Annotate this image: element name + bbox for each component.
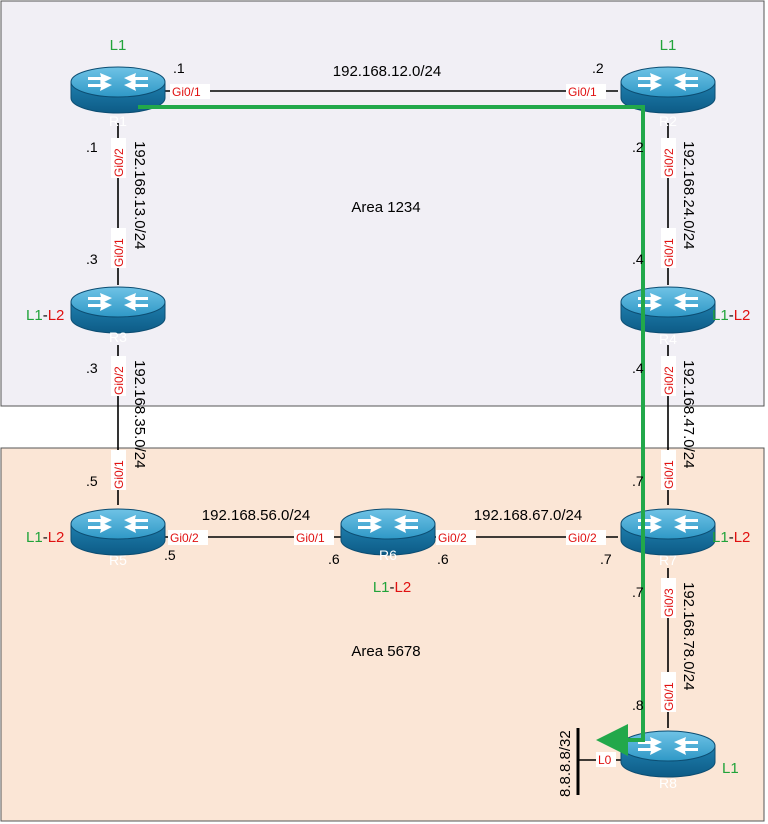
if-r5-r6-b: Gi0/1 [296,531,325,545]
if-r5-r6-a: Gi0/2 [170,531,199,545]
host-r5-r6-a: .5 [164,547,176,563]
r4-level-label: L1-L2 [712,307,750,324]
host-r6-r7-b: .7 [600,551,612,567]
host-r3-r5-a: .3 [86,360,98,376]
r5-level-label: L1-L2 [26,529,64,546]
if-r7-r8-a: Gi0/3 [662,588,676,617]
subnet-r3-r5: 192.168.35.0/24 [131,360,148,468]
r2-level-label: L1 [660,37,677,54]
router-r1-name: R1 [109,113,127,129]
subnet-r1-r2: 192.168.12.0/24 [333,63,441,80]
host-r2-r4-b: .4 [632,251,644,267]
router-r1[interactable]: R1 [70,66,166,129]
if-r7-r8-b: Gi0/1 [662,682,676,711]
if-r2-r4-a: Gi0/2 [662,148,676,177]
router-r5-name: R5 [109,552,127,568]
subnet-r1-r3: 192.168.13.0/24 [131,141,148,249]
if-r1-r2-a: Gi0/1 [172,85,201,99]
subnet-r5-r6: 192.168.56.0/24 [202,507,310,524]
host-r3-r5-b: .5 [86,473,98,489]
router-r4-name: R4 [659,331,677,347]
host-r1-r2-b: .2 [592,60,604,76]
if-r3-r5-b: Gi0/1 [112,460,126,489]
router-r8-name: R8 [659,775,677,791]
router-r6-name: R6 [379,547,397,563]
r3-level-label: L1-L2 [26,307,64,324]
host-r1-r3-a: .1 [86,139,98,155]
router-r3[interactable]: R3 [70,286,166,345]
area-1234-label: Area 1234 [351,199,420,216]
loopback-prefix: 8.8.8.8/32 [557,730,574,797]
if-r6-r7-b: Gi0/2 [568,531,597,545]
if-r4-r7-b: Gi0/1 [662,460,676,489]
router-r8[interactable]: R8 [620,730,716,791]
host-r7-r8-a: .7 [632,584,644,600]
subnet-r6-r7: 192.168.67.0/24 [474,507,582,524]
router-r4[interactable]: R4 [620,286,716,347]
subnet-r7-r8: 192.168.78.0/24 [680,582,697,690]
router-r6[interactable]: R6 [340,508,436,563]
host-r7-r8-b: .8 [632,697,644,713]
routing-path-arrow [138,105,645,756]
router-r5[interactable]: R5 [70,508,166,568]
r1-level-label: L1 [110,37,127,54]
host-r6-r7-a: .6 [437,551,449,567]
host-r1-r3-b: .3 [86,251,98,267]
router-r7-name: R7 [659,552,677,568]
host-r4-r7-b: .7 [632,473,644,489]
if-loopback: L0 [598,753,612,767]
host-r2-r4-a: .2 [632,139,644,155]
host-r5-r6-b: .6 [328,551,340,567]
if-r6-r7-a: Gi0/2 [438,531,467,545]
host-r4-r7-a: .4 [632,360,644,376]
if-r2-r4-b: Gi0/1 [662,238,676,267]
if-r4-r7-a: Gi0/2 [662,366,676,395]
router-r3-name: R3 [109,329,127,345]
if-r1-r3-a: Gi0/2 [112,148,126,177]
subnet-r4-r7: 192.168.47.0/24 [680,360,697,468]
router-r2-name: R2 [659,113,677,129]
r6-level-label: L1-L2 [373,579,411,596]
if-r1-r2-b: Gi0/1 [568,85,597,99]
area-5678-label: Area 5678 [351,643,420,660]
if-r3-r5-a: Gi0/2 [112,366,126,395]
router-r7[interactable]: R7 [620,508,716,568]
subnet-r2-r4: 192.168.24.0/24 [680,141,697,249]
router-r2[interactable]: R2 [620,66,716,129]
r7-level-label: L1-L2 [712,529,750,546]
r8-level-label: L1 [722,760,739,777]
if-r1-r3-b: Gi0/1 [112,238,126,267]
host-r1-r2-a: .1 [173,60,185,76]
